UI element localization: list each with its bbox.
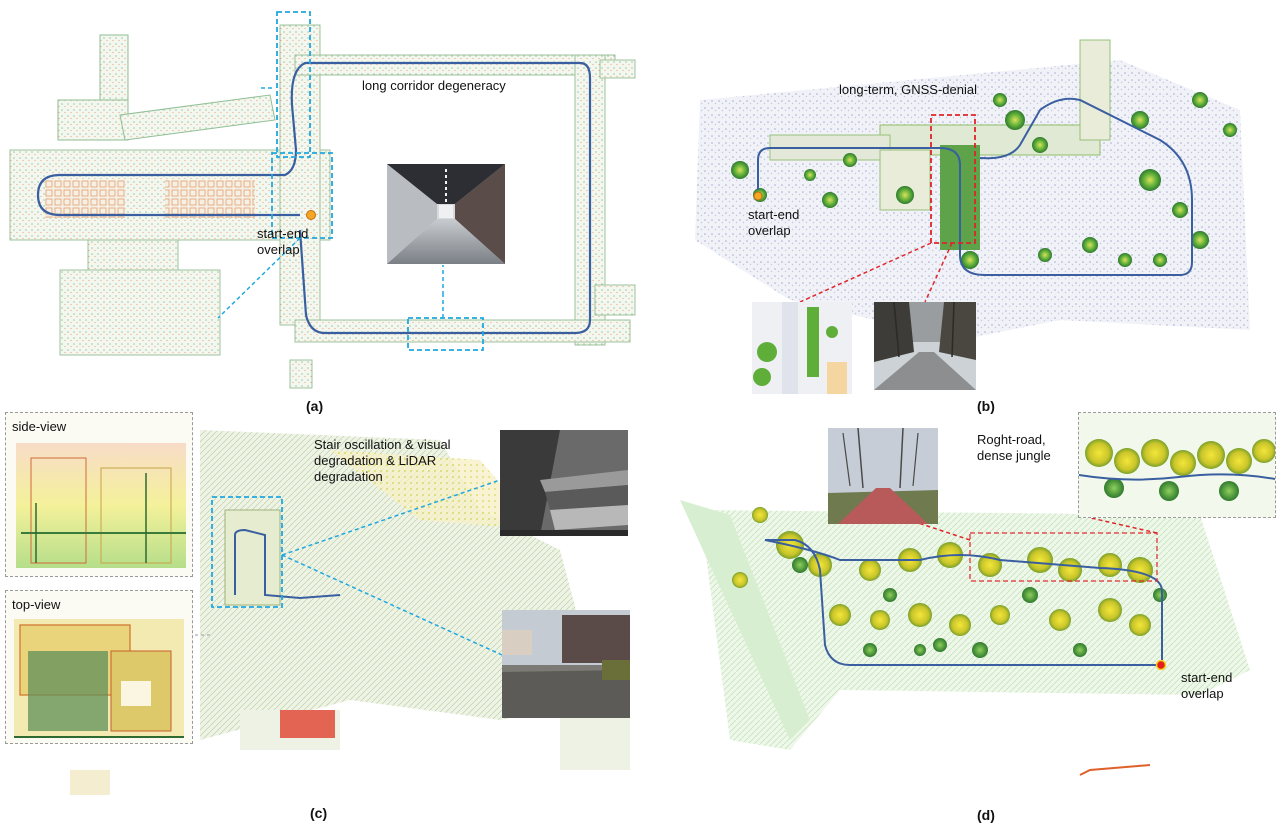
trajectory-a	[36, 61, 592, 335]
top-view-label: top-view	[12, 597, 61, 612]
panel-c-title-line-2: degradation & LiDAR	[314, 453, 437, 468]
zoom-inset-b	[752, 302, 852, 394]
side-view-inset: side-view	[5, 412, 193, 577]
trajectory-c	[234, 528, 341, 600]
panel-d-marker-label-2: overlap	[1181, 686, 1224, 701]
trajectory-d	[764, 539, 1163, 666]
panel-d: Roght-road, dense jungle start-end overl…	[640, 412, 1280, 832]
zoom-inset-d	[1078, 412, 1276, 518]
highlight-box-corridor-bottom	[407, 317, 484, 351]
panel-a-marker-label-2: overlap	[257, 242, 300, 257]
panel-b-caption: (b)	[977, 398, 995, 414]
highlight-box-red-b	[930, 114, 976, 244]
street-photo	[502, 610, 630, 718]
panel-b-marker-label-2: overlap	[748, 223, 791, 238]
start-end-marker-b	[753, 191, 763, 201]
panel-d-title-line-2: dense jungle	[977, 448, 1051, 463]
panel-d-map	[680, 500, 1250, 776]
panel-d-caption: (d)	[977, 807, 995, 823]
panel-b-map	[695, 39, 1250, 340]
highlight-box-red-d	[969, 532, 1158, 582]
panel-a-map	[9, 11, 636, 389]
panel-c: side-view top-view	[0, 412, 640, 832]
top-view-inset: top-view	[5, 590, 193, 744]
panel-b-title: long-term, GNSS-denial	[839, 82, 977, 97]
side-view-label: side-view	[12, 419, 67, 434]
park-road-photo	[828, 428, 938, 524]
panel-c-title-line-3: degradation	[314, 469, 383, 484]
panel-c-map	[70, 430, 630, 795]
highlight-box-stairs	[211, 496, 283, 608]
start-end-marker-d	[1155, 659, 1167, 671]
panel-d-title-line-1: Roght-road,	[977, 432, 1046, 447]
trajectory-b	[757, 97, 1193, 276]
panel-c-title-line-1: Stair oscillation & visual	[314, 437, 451, 452]
panel-c-caption: (c)	[310, 805, 328, 821]
highlight-box-corridor-top	[276, 11, 311, 158]
corridor-photo	[387, 164, 505, 264]
campus-road-photo	[874, 302, 976, 390]
panel-a-marker-label-1: start-end	[257, 226, 309, 241]
panel-a-caption: (a)	[306, 398, 324, 414]
panel-a-title: long corridor degeneracy	[362, 78, 506, 93]
panel-b: long-term, GNSS-denial start-end overlap…	[640, 0, 1280, 420]
stairs-photo	[500, 430, 628, 536]
start-end-marker-a	[306, 210, 316, 220]
panel-b-marker-label-1: start-end	[748, 207, 800, 222]
panel-d-marker-label-1: start-end	[1181, 670, 1233, 685]
panel-a: long corridor degeneracy start-end overl…	[0, 0, 640, 420]
